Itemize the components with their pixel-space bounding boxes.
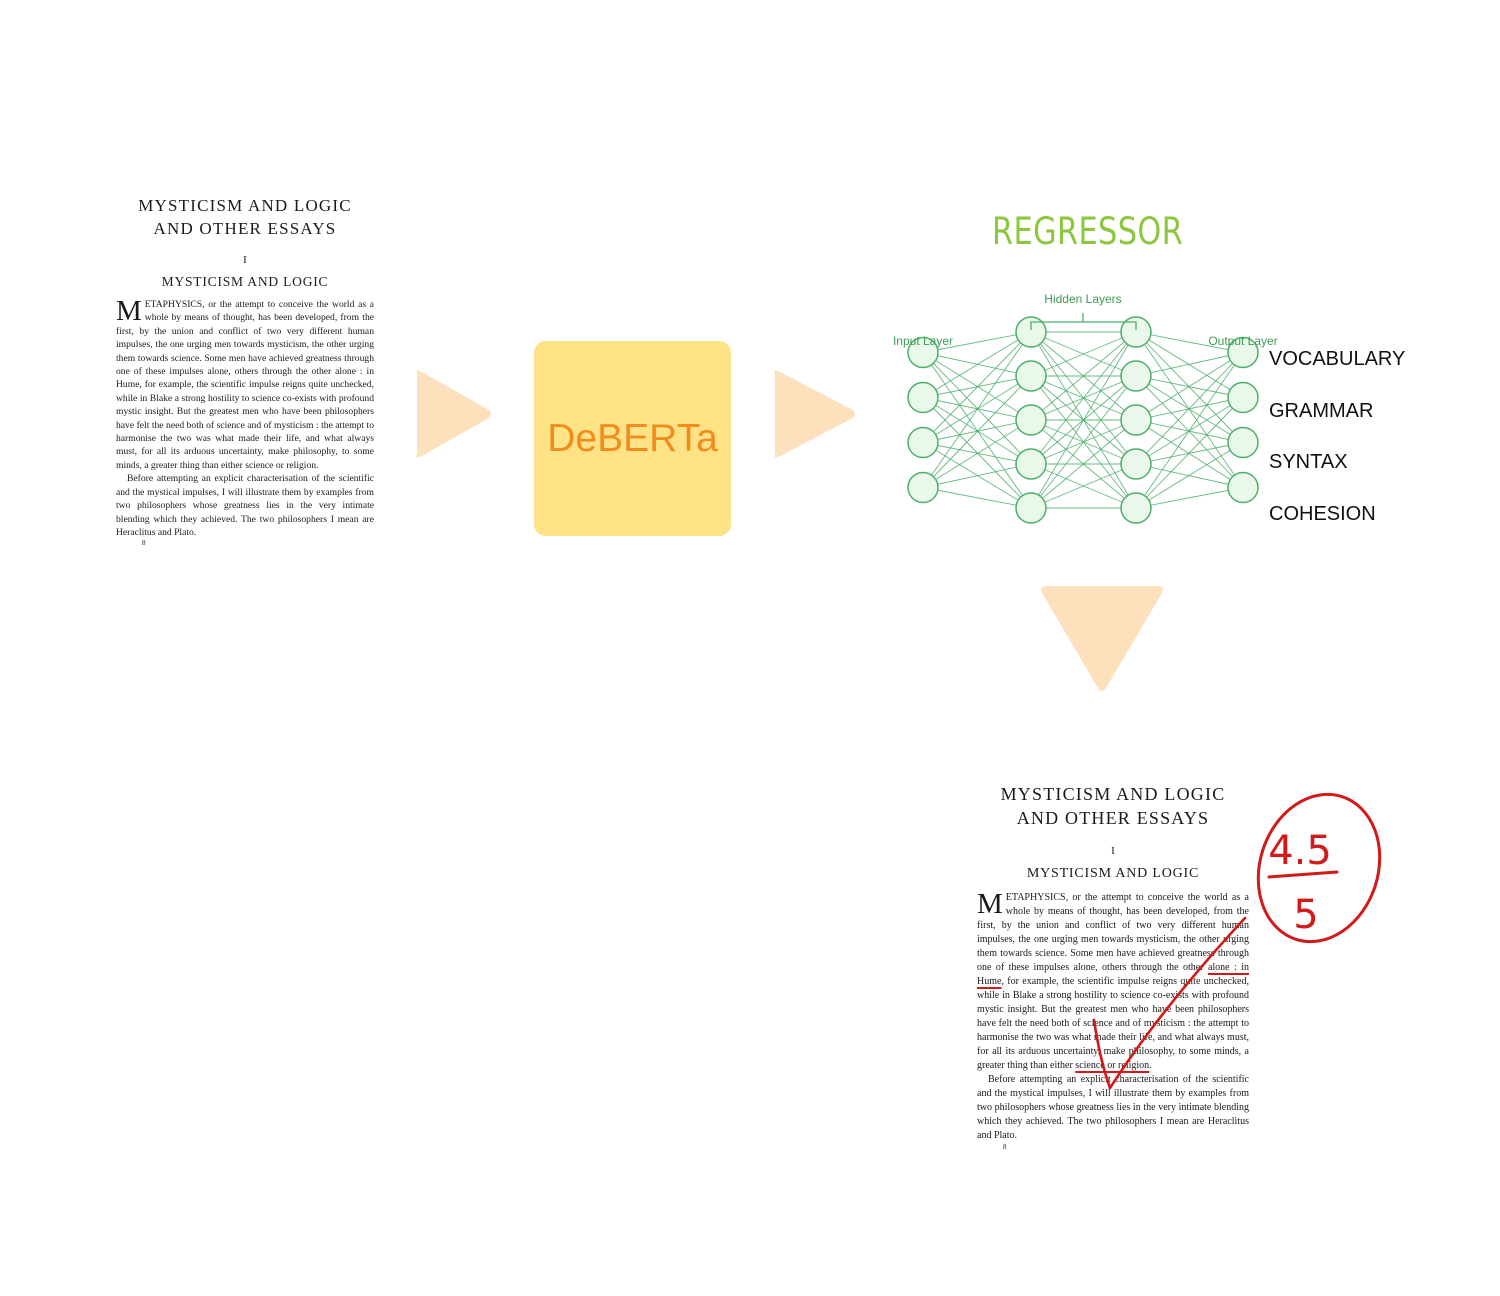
network-edge	[922, 397, 1032, 509]
output-vocabulary: VOCABULARY	[1269, 348, 1406, 370]
network-node-layer-0	[907, 336, 939, 369]
chapter-title: MYSTICISM AND LOGIC	[1026, 866, 1200, 881]
score-fraction-bar	[1267, 870, 1339, 879]
source-document-page: MYSTICISM AND LOGIC AND OTHER ESSAYS I M…	[116, 194, 374, 547]
network-edge	[1135, 375, 1244, 443]
output-layer-label: Output Layer	[1208, 334, 1277, 348]
network-node-layer-2	[1120, 360, 1152, 392]
hidden-layers-bracket	[1030, 313, 1137, 330]
network-edge	[1135, 442, 1244, 509]
book-title-line-2: AND OTHER ESSAYS	[1016, 808, 1210, 828]
input-layer-label: Input Layer	[893, 334, 953, 348]
network-edge	[1030, 331, 1137, 377]
network-node-layer-3	[1227, 336, 1259, 369]
network-node-layer-1	[1015, 404, 1047, 436]
book-title-line-1: MYSTICISM AND LOGIC	[138, 196, 352, 215]
network-edge	[922, 352, 1032, 421]
network-edge	[1135, 397, 1244, 509]
book-title-line-1: MYSTICISM AND LOGIC	[1000, 784, 1226, 804]
network-edge	[1135, 352, 1244, 509]
network-edge	[1030, 463, 1137, 509]
paragraph-1-text-b: , for example, the scientific impulse re…	[977, 976, 1249, 1071]
network-edge	[922, 375, 1032, 488]
paragraph-1-text: ETAPHYSICS, or the attempt to conceive t…	[116, 299, 374, 471]
network-edge	[1135, 352, 1244, 377]
page-number: 8	[142, 539, 146, 548]
network-edge	[1030, 331, 1137, 509]
hidden-layers-label: Hidden Layers	[1044, 292, 1121, 306]
network-edge	[922, 331, 1032, 443]
arrow-right-icon	[774, 370, 855, 458]
network-node-layer-0	[907, 471, 939, 504]
network-node-layer-3	[1227, 381, 1259, 414]
network-node-layer-1	[1015, 360, 1047, 392]
neural-network-diagram: Hidden Layers Input Layer Output Layer	[893, 292, 1278, 524]
network-edge	[922, 463, 1032, 488]
network-nodes	[907, 316, 1259, 524]
paragraph-1-text-a: ETAPHYSICS, or the attempt to conceive t…	[977, 892, 1249, 973]
network-node-layer-3	[1227, 426, 1259, 459]
network-node-layer-3	[1227, 471, 1259, 504]
deberta-model-box: DeBERTa	[534, 341, 731, 536]
output-syntax: SYNTAX	[1269, 451, 1348, 473]
network-node-layer-1	[1015, 492, 1047, 524]
network-node-layer-0	[907, 426, 939, 459]
chapter-numeral: I	[243, 254, 247, 266]
network-edge	[1135, 352, 1244, 465]
network-edge	[922, 352, 1032, 465]
network-edge	[1135, 375, 1244, 488]
drop-cap: M	[977, 888, 1003, 920]
underlined-phrase-1: alone : in Hume	[977, 962, 1249, 987]
arrow-down-icon	[1041, 586, 1163, 691]
graded-document-page: MYSTICISM AND LOGIC AND OTHER ESSAYS I M…	[977, 782, 1249, 1151]
network-node-layer-2	[1120, 448, 1152, 480]
network-edge	[1135, 419, 1244, 488]
network-edge	[1135, 331, 1244, 398]
network-connections	[922, 331, 1244, 509]
score-circle	[1256, 792, 1382, 944]
network-edge	[1135, 487, 1244, 509]
network-edge	[922, 331, 1032, 488]
essay-paragraph-2: Before attempting an explicit characteri…	[977, 1074, 1249, 1141]
checkmark-icon	[1092, 916, 1247, 1090]
network-edge	[1135, 331, 1244, 443]
network-edge	[922, 331, 1032, 353]
network-node-layer-2	[1120, 492, 1152, 524]
network-edge	[1030, 419, 1137, 509]
arrow-right-icon	[416, 370, 491, 458]
chapter-title: MYSTICISM AND LOGIC	[161, 274, 329, 289]
regressor-title: REGRESSOR	[992, 210, 1184, 253]
essay-paragraph-2: Before attempting an explicit characteri…	[116, 473, 374, 538]
network-edge	[1135, 352, 1244, 421]
network-edge	[922, 442, 1032, 509]
network-node-layer-2	[1120, 404, 1152, 436]
network-node-layer-1	[1015, 316, 1047, 348]
chapter-numeral: I	[1111, 845, 1115, 857]
network-edge	[1030, 331, 1137, 421]
network-edge	[1030, 331, 1137, 465]
network-edge	[922, 397, 1032, 465]
drop-cap: M	[116, 295, 142, 327]
network-node-layer-2	[1120, 316, 1152, 348]
network-edge	[922, 331, 1032, 398]
score-numerator: 4.5	[1268, 828, 1332, 874]
output-grammar: GRAMMAR	[1269, 400, 1374, 422]
network-edge	[1030, 375, 1137, 509]
page-number: 8	[1003, 1143, 1007, 1151]
paragraph-1-end: .	[1149, 1060, 1152, 1071]
score-denominator: 5	[1293, 892, 1318, 938]
network-edge	[1135, 331, 1244, 353]
deberta-label: DeBERTa	[547, 416, 718, 460]
network-node-layer-0	[907, 381, 939, 414]
book-title-line-2: AND OTHER ESSAYS	[153, 219, 337, 238]
network-node-layer-1	[1015, 448, 1047, 480]
output-cohesion: COHESION	[1269, 503, 1376, 525]
network-edge	[922, 487, 1032, 509]
grading-annotation: 4.5 5	[1092, 792, 1382, 1090]
network-edge	[922, 419, 1032, 488]
underlined-phrase-2: science or religion	[1075, 1060, 1150, 1071]
